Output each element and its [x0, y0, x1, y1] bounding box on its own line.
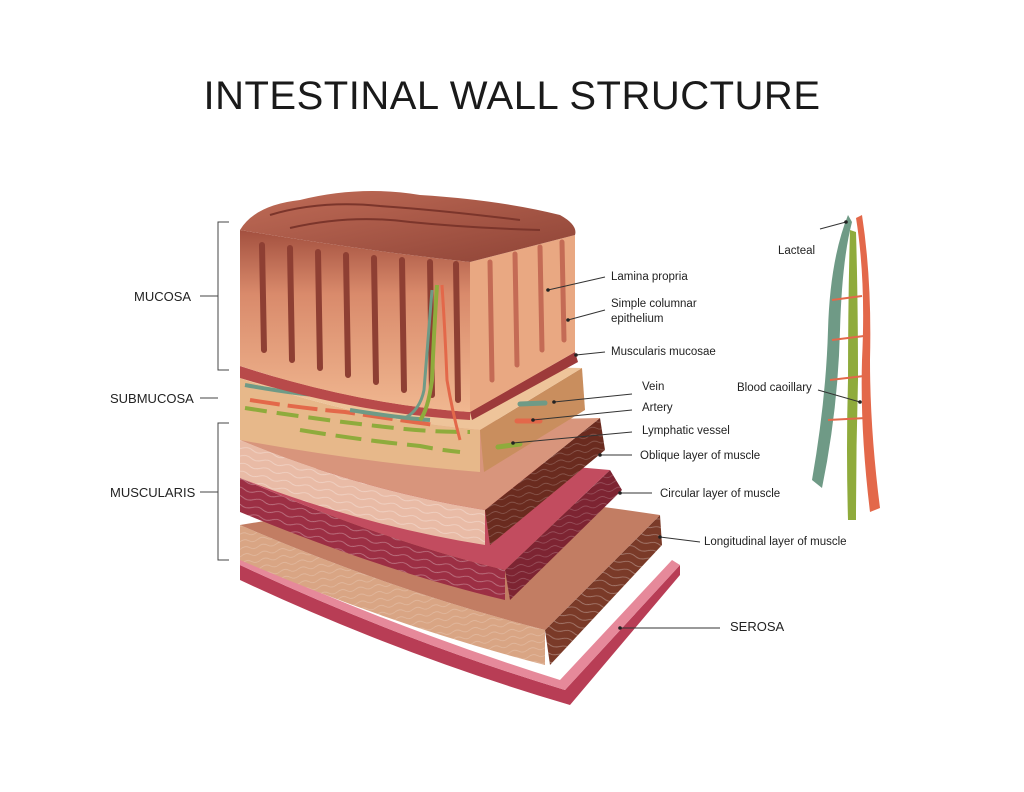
- label-simple-columnar-line1: Simple columnar: [611, 298, 697, 310]
- label-lacteal: Lacteal: [778, 245, 816, 257]
- label-simple-columnar-line2: epithelium: [611, 313, 664, 325]
- label-submucosa: SUBMUCOSA: [110, 391, 194, 406]
- label-lamina-propria: Lamina propria: [611, 271, 688, 283]
- leader-lines: [512, 221, 861, 629]
- label-muscularis-mucosae: Muscularis mucosae: [611, 346, 716, 358]
- label-longitudinal-layer: Longitudinal layer of muscle: [704, 536, 847, 548]
- label-oblique-layer: Oblique layer of muscle: [640, 450, 761, 462]
- label-circular-layer: Circular layer of muscle: [660, 488, 781, 500]
- label-vein: Vein: [642, 381, 665, 393]
- label-muscularis: MUSCULARIS: [110, 485, 196, 500]
- label-blood-capillary: Blood caoillary: [737, 382, 812, 394]
- villi-crypts: [259, 242, 461, 403]
- mucosa-layer: [240, 191, 578, 441]
- label-artery: Artery: [642, 402, 673, 414]
- label-serosa: SEROSA: [730, 619, 785, 634]
- page-title: INTESTINAL WALL STRUCTURE: [203, 74, 821, 118]
- label-lymphatic-vessel: Lymphatic vessel: [642, 425, 730, 437]
- layer-brackets: [200, 221, 229, 561]
- label-mucosa: MUCOSA: [134, 289, 192, 304]
- villus-detail: [812, 215, 880, 520]
